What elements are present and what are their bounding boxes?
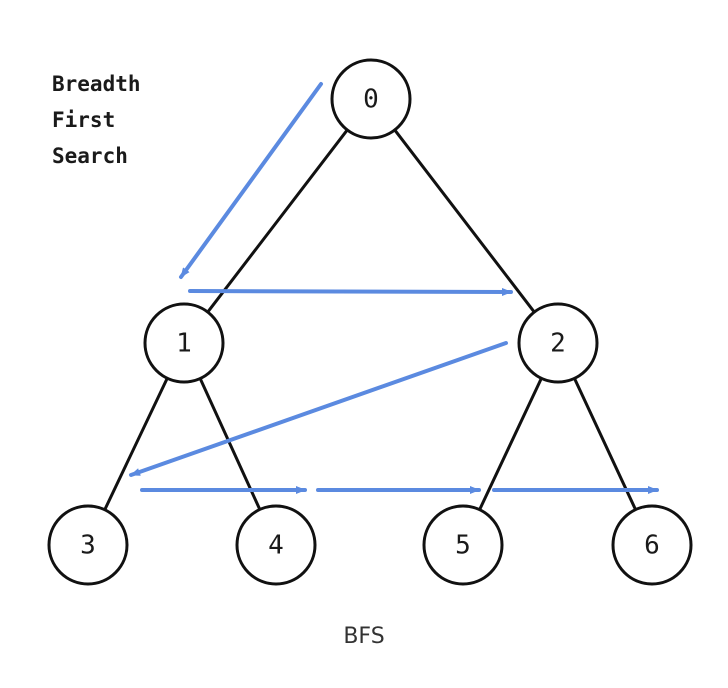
node-6: 6 bbox=[611, 504, 693, 586]
node-0: 0 bbox=[330, 58, 412, 140]
traversal-arrow-1-2 bbox=[188, 287, 513, 296]
node-label-5: 5 bbox=[455, 531, 471, 561]
edge-layer bbox=[103, 128, 638, 512]
node-circle-2 bbox=[517, 302, 599, 384]
node-label-1: 1 bbox=[176, 329, 192, 359]
diagram-title: Breadth First Search bbox=[52, 66, 141, 174]
node-circle-3 bbox=[47, 504, 129, 586]
edge-1-4 bbox=[198, 376, 262, 512]
edge-0-1 bbox=[206, 128, 349, 314]
edge-1-3 bbox=[103, 376, 169, 512]
traversal-arrow-0-1 bbox=[179, 82, 323, 279]
node-label-4: 4 bbox=[268, 531, 284, 561]
diagram-caption: BFS bbox=[343, 624, 385, 649]
node-circle-4 bbox=[235, 504, 317, 586]
node-layer: 0 1 2 3 4 5 6 bbox=[47, 58, 693, 586]
title-line-2: First bbox=[52, 108, 116, 132]
node-2: 2 bbox=[517, 302, 599, 384]
node-circle-1 bbox=[143, 302, 225, 384]
edge-2-5 bbox=[478, 376, 543, 512]
node-label-2: 2 bbox=[550, 329, 566, 359]
traversal-arrow-2-3 bbox=[129, 341, 508, 477]
traversal-arrow-layer bbox=[129, 82, 659, 494]
bfs-tree-diagram: 0 1 2 3 4 5 6 bbox=[47, 58, 693, 586]
node-label-3: 3 bbox=[80, 531, 96, 561]
node-5: 5 bbox=[422, 504, 504, 586]
node-circle-0 bbox=[330, 58, 412, 140]
node-label-0: 0 bbox=[363, 85, 379, 115]
edge-2-6 bbox=[572, 376, 638, 512]
node-4: 4 bbox=[235, 504, 317, 586]
title-line-1: Breadth bbox=[52, 72, 141, 96]
title-line-3: Search bbox=[52, 144, 128, 168]
node-label-6: 6 bbox=[644, 531, 660, 561]
node-circle-6 bbox=[611, 504, 693, 586]
node-1: 1 bbox=[143, 302, 225, 384]
node-circle-5 bbox=[422, 504, 504, 586]
node-3: 3 bbox=[47, 504, 129, 586]
edge-0-2 bbox=[393, 128, 536, 314]
